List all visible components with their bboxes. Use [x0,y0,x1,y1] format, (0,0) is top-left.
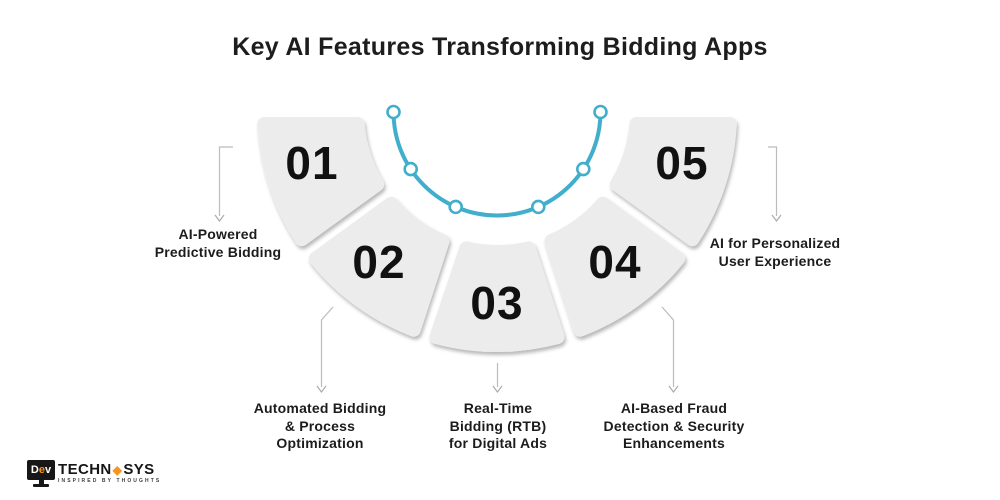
wedge-number-05: 05 [655,137,708,189]
wedge-01 [257,117,385,247]
wedge-number-03: 03 [470,277,523,329]
feature-label-02: Automated Bidding & Process Optimization [253,400,387,451]
arc-node [386,104,401,120]
connector-05 [768,146,782,222]
feature-label-01: AI-Powered Predictive Bidding [154,226,282,260]
wedge-04 [544,196,686,337]
arrow-down-icon [316,385,327,393]
wedge-number-02: 02 [352,236,405,288]
arc-node [575,161,591,177]
logo-screen-v: v [44,463,52,476]
connector-04 [661,306,679,393]
brand-name: TECHN◆SYS [58,462,161,477]
progress-arc [391,110,603,218]
wedge-number-04: 04 [588,236,641,288]
arrow-down-icon [214,214,225,222]
logo-screen-d: D [30,463,39,476]
wedge-05 [609,117,737,247]
connector-03 [492,363,503,393]
feature-label-05: AI for Personalized User Experience [709,235,841,269]
logo-screen-e: e [38,463,45,476]
brand-name-right: SYS [123,461,155,478]
feature-label-03: Real-Time Bidding (RTB) for Digital Ads [448,400,548,451]
connector-02 [316,306,334,393]
feature-label-04: AI-Based Fraud Detection & Security Enha… [603,400,745,451]
brand-name-left: TECHN [58,461,112,478]
connector-01 [214,146,233,222]
arrow-down-icon [771,214,782,222]
arc-node [403,161,419,177]
wedge-03 [429,241,565,352]
wedge-number-01: 01 [285,137,338,189]
arc-node [448,199,464,215]
brand-tagline: INSPIRED BY THOUGHTS [58,478,162,484]
page-title: Key AI Features Transforming Bidding App… [232,33,768,61]
arrow-down-icon [668,385,679,393]
wedge-02 [308,196,450,337]
gear-diamond-icon: ◆ [112,462,123,477]
brand-logo: Dev TECHN◆SYS INSPIRED BY THOUGHTS [27,460,161,487]
arc-node [593,104,608,120]
arrow-down-icon [492,385,503,393]
arc-node [530,199,546,215]
monitor-icon: Dev [27,460,55,487]
